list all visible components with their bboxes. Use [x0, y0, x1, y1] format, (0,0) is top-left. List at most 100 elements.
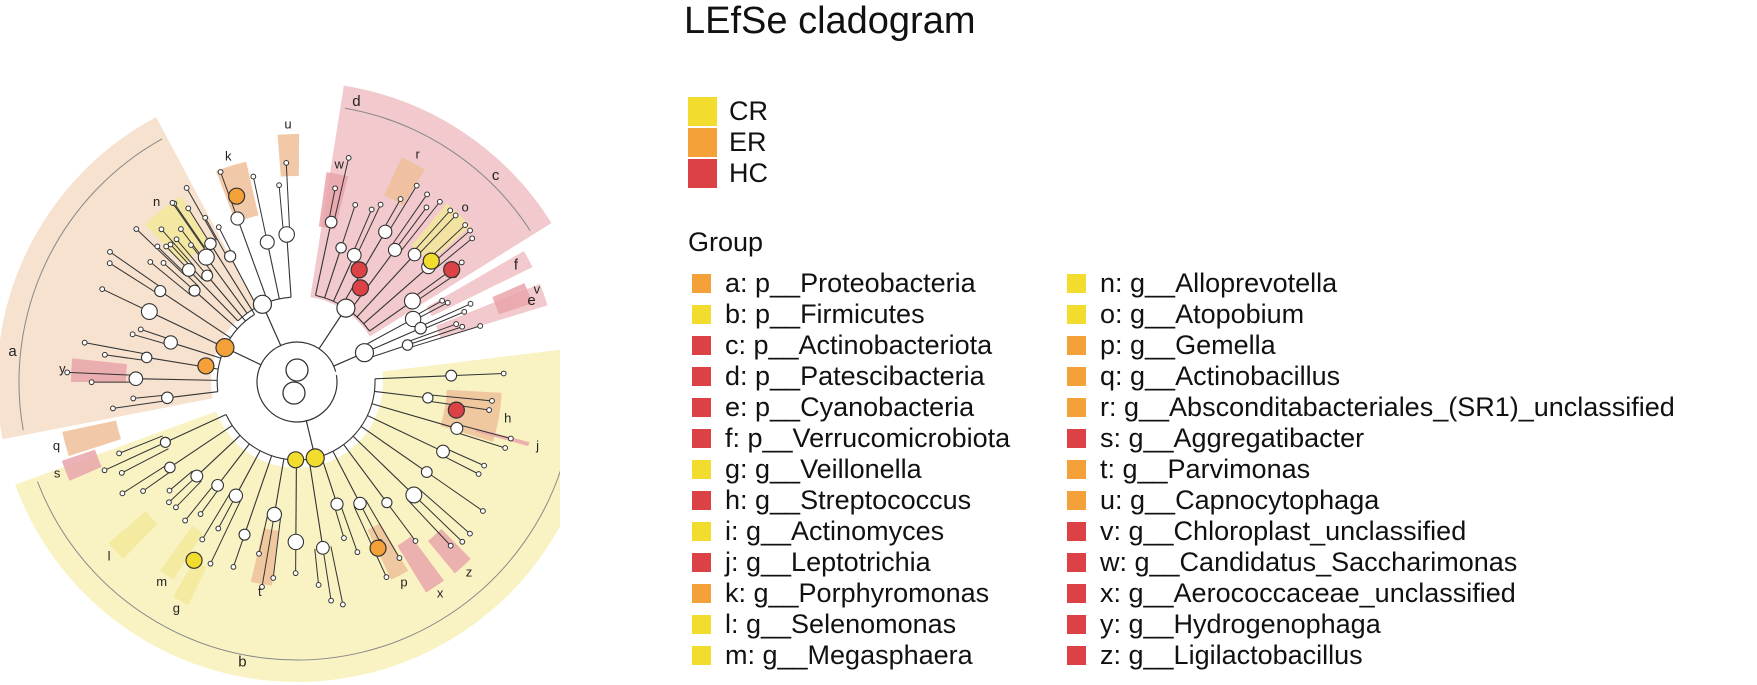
branch — [157, 246, 199, 287]
branch — [194, 290, 238, 330]
leaf-node — [147, 259, 154, 265]
taxon-node — [161, 391, 174, 405]
clade-label-v: v — [534, 281, 541, 296]
leaf-node — [182, 517, 189, 524]
branch — [314, 221, 332, 296]
branch — [217, 443, 250, 486]
group-label: d: p__Patescibacteria — [725, 361, 985, 391]
leaf-node — [158, 226, 165, 233]
biomarker-node — [351, 279, 370, 297]
leaf-node — [283, 159, 290, 166]
leaf-node — [199, 536, 206, 543]
legend-item-hc: HC — [688, 158, 768, 189]
branch — [333, 157, 350, 223]
group-legend-item: e: p__Cyanobacteria — [692, 392, 1010, 423]
taxon-highlight-q — [62, 420, 122, 457]
clade-node — [354, 343, 375, 363]
leaf-node — [502, 445, 509, 451]
leaf-node — [81, 339, 88, 346]
group-label: o: g__Atopobium — [1100, 299, 1305, 329]
taxon-node — [204, 237, 217, 251]
clade-label-d: d — [352, 93, 360, 110]
group-legend-item: l: g__Selenomonas — [692, 609, 1010, 640]
group-label: n: g__Alloprevotella — [1100, 268, 1338, 298]
leaf-node — [447, 542, 454, 549]
branch — [170, 244, 204, 280]
branch — [371, 403, 457, 429]
taxon-node — [238, 528, 251, 541]
biomarker-node — [287, 451, 305, 469]
taxon-node — [422, 392, 434, 404]
branch — [295, 460, 297, 542]
leaf-node — [462, 222, 469, 228]
leaf-node — [461, 308, 468, 315]
leaf-node — [467, 300, 474, 307]
leaf-node — [413, 182, 420, 189]
leaf-node — [256, 550, 262, 557]
clade-label-z: z — [466, 564, 473, 579]
taxon-highlight-n — [144, 196, 211, 265]
group-swatch — [1067, 615, 1086, 634]
group-legend-item: m: g__Megasphaera — [692, 640, 1010, 671]
root-node — [282, 381, 306, 405]
biomarker-node — [350, 261, 368, 279]
group-swatch — [692, 646, 711, 665]
branch — [133, 394, 168, 399]
leaf-node — [467, 530, 473, 537]
leaf-node — [352, 201, 359, 208]
branch — [167, 391, 218, 399]
leaf-node — [396, 555, 403, 561]
leaf-node — [368, 206, 375, 213]
group-label: t: g__Parvimonas — [1100, 454, 1311, 484]
leaf-node — [197, 511, 204, 517]
clade-label-b: b — [238, 654, 246, 671]
branch — [361, 318, 414, 348]
branch — [451, 372, 504, 377]
leaf-node — [101, 351, 108, 358]
branch — [210, 498, 242, 564]
leaf-node — [480, 508, 486, 514]
clade-node — [252, 294, 273, 314]
leaf-node — [354, 549, 361, 556]
clade-label-c: c — [492, 167, 500, 184]
group-label: i: g__Actinomyces — [725, 516, 945, 546]
taxon-highlight-x — [397, 536, 444, 593]
taxon-node — [197, 248, 215, 266]
leaf-node — [489, 397, 495, 404]
root-ring — [256, 341, 338, 423]
taxon-node — [164, 461, 176, 474]
leaf-node — [507, 435, 514, 442]
group-label: l: g__Selenomonas — [725, 609, 957, 639]
leaf-node — [315, 582, 322, 588]
group-swatch — [692, 398, 711, 417]
taxon-highlight-v — [492, 283, 533, 315]
branch — [398, 201, 441, 254]
group-legend-item: d: p__Patescibacteria — [692, 361, 1010, 392]
taxon-node — [407, 247, 422, 262]
clade-label-q: q — [53, 438, 60, 453]
group-legend-item: s: g__Aggregatibacter — [1067, 423, 1675, 454]
taxon-highlight-r — [384, 157, 425, 206]
leaf-node — [467, 227, 473, 234]
branch — [330, 546, 344, 605]
clade-node — [336, 298, 356, 318]
leaf-node — [459, 538, 466, 545]
leaf-node — [188, 242, 194, 248]
leaf-node — [447, 207, 454, 214]
branch — [104, 441, 166, 471]
taxon-node — [404, 310, 422, 328]
group-label: g: g__Veillonella — [725, 454, 922, 484]
group-swatch — [692, 305, 711, 324]
branch — [261, 514, 275, 587]
leaf-node — [207, 560, 214, 567]
branch — [67, 371, 136, 376]
branch — [314, 548, 320, 585]
branch — [285, 162, 291, 235]
group-label: h: g__Streptococcus — [725, 485, 972, 515]
branch — [122, 463, 169, 494]
leaf-node — [64, 369, 71, 376]
branch — [209, 243, 256, 315]
group-legend-item: a: p__Proteobacteria — [692, 268, 1010, 299]
branch — [278, 185, 285, 235]
